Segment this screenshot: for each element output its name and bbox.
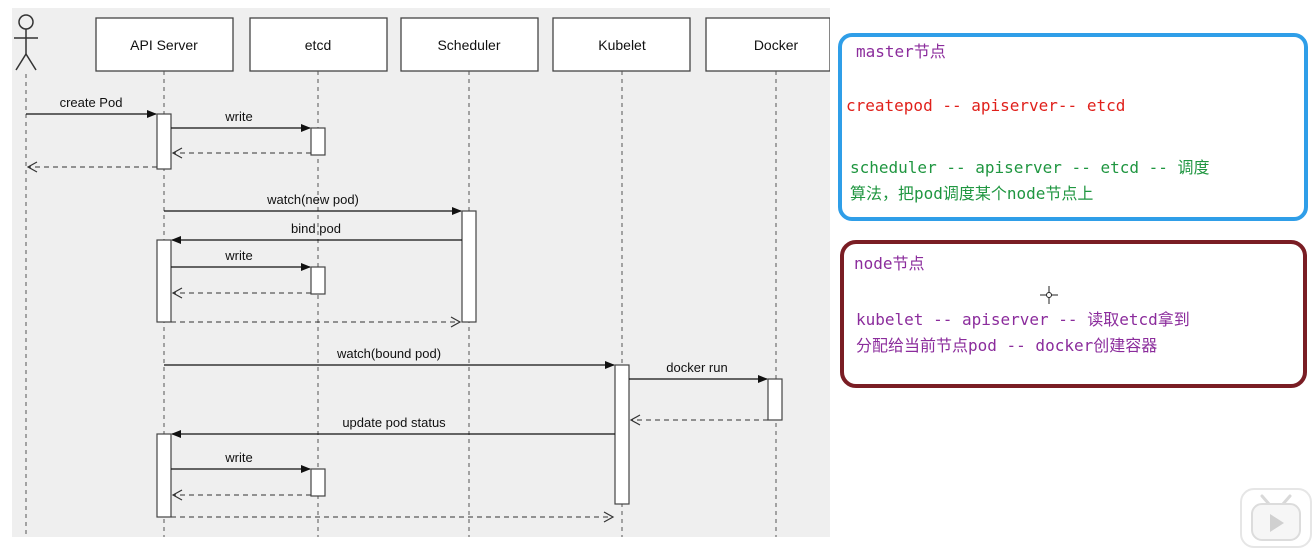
participant-kubelet: Kubelet: [552, 17, 691, 72]
master-note-title: master节点: [856, 42, 946, 61]
activation-scheduler: [461, 210, 477, 323]
participant-scheduler: Scheduler: [400, 17, 539, 72]
node-note-title: node节点: [854, 254, 925, 273]
participant-label-etcd: etcd: [305, 37, 331, 53]
master-note-line1: createpod -- apiserver-- etcd: [846, 96, 1126, 115]
participant-label-scheduler: Scheduler: [437, 37, 500, 53]
message-label-write-2: write: [224, 248, 252, 263]
diagram-background: [12, 8, 830, 537]
activation-etcd-2: [310, 266, 326, 295]
worker-node-note: node节点 kubelet -- apiserver -- 读取etcd拿到 …: [840, 240, 1307, 388]
message-label-docker-run: docker run: [666, 360, 727, 375]
node-note-line1: kubelet -- apiserver -- 读取etcd拿到: [856, 310, 1190, 329]
play-button-icon: [1251, 494, 1301, 541]
message-label-create-pod: create Pod: [60, 95, 123, 110]
master-note-line2: scheduler -- apiserver -- etcd -- 调度: [850, 158, 1210, 177]
participant-docker: Docker: [705, 17, 830, 72]
master-node-note: master节点 createpod -- apiserver-- etcd s…: [838, 33, 1308, 221]
activation-bars: [156, 113, 783, 518]
message-label-watch-bound-pod: watch(bound pod): [336, 346, 441, 361]
activation-api-3: [156, 433, 172, 518]
activation-kubelet: [614, 364, 630, 505]
node-note-line2: 分配给当前节点pod -- docker创建容器: [856, 336, 1158, 355]
play-button[interactable]: [1240, 488, 1312, 548]
activation-api-2: [156, 239, 172, 323]
crosshair-cursor-icon: [1040, 286, 1058, 304]
message-label-update-pod-status: update pod status: [342, 415, 446, 430]
activation-api-1: [156, 113, 172, 170]
sequence-diagram: API Server etcd Scheduler Kubelet Docker: [12, 8, 830, 537]
activation-etcd-3: [310, 468, 326, 497]
request-arrows: [26, 110, 768, 473]
message-label-watch-new-pod: watch(new pod): [266, 192, 359, 207]
return-arrows: [26, 147, 768, 523]
participant-etcd: etcd: [249, 17, 388, 72]
participant-api-server: API Server: [95, 17, 234, 72]
message-label-write-1: write: [224, 109, 252, 124]
participant-label-kubelet: Kubelet: [598, 37, 646, 53]
user-stick-figure-icon: [14, 14, 38, 71]
activation-docker: [767, 378, 783, 421]
master-note-line3: 算法，把pod调度某个node节点上: [850, 184, 1094, 203]
participant-label-api-server: API Server: [130, 37, 198, 53]
activation-etcd-1: [310, 127, 326, 156]
message-label-write-3: write: [224, 450, 252, 465]
participant-label-docker: Docker: [754, 37, 799, 53]
message-label-bind-pod: bind pod: [291, 221, 341, 236]
